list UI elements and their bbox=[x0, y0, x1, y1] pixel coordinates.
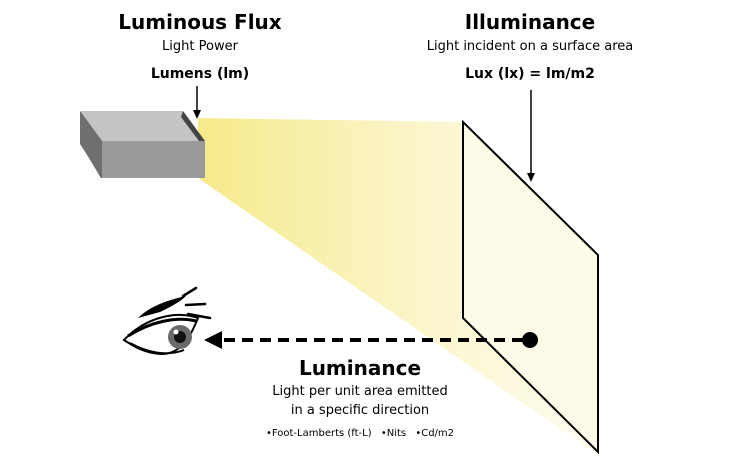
illuminance-subtitle: Light incident on a surface area bbox=[426, 39, 634, 54]
luminance-title: Luminance bbox=[298, 356, 422, 380]
luminance-line1: Light per unit area emitted bbox=[272, 384, 448, 399]
light-source-side bbox=[80, 111, 102, 178]
light-beam bbox=[198, 118, 598, 455]
luminous-flux-subtitle: Light Power bbox=[162, 39, 238, 54]
luminance-line2: in a specific direction bbox=[290, 403, 430, 418]
luminance-unit-cdm2: •Cd/m2 bbox=[415, 428, 455, 439]
eye-icon bbox=[122, 286, 212, 356]
arrow-down-icon bbox=[527, 90, 535, 182]
luminance-unit-nits: •Nits bbox=[380, 428, 407, 439]
light-source-box bbox=[80, 111, 205, 178]
luminance-unit-ftl: •Foot-Lamberts (ft-L) bbox=[265, 428, 372, 439]
dashed-arrow-left-icon bbox=[204, 331, 538, 349]
luminance-units: •Foot-Lamberts (ft-L) •Nits •Cd/m2 bbox=[200, 427, 520, 440]
surface-plane bbox=[462, 119, 599, 455]
luminous-flux-unit: Lumens (lm) bbox=[150, 66, 250, 82]
light-source-front bbox=[102, 141, 205, 178]
light-source-top bbox=[80, 111, 205, 141]
illuminance-unit: Lux (lx) = lm/m2 bbox=[465, 66, 595, 82]
arrow-down-icon bbox=[193, 86, 201, 119]
light-source-lens bbox=[181, 111, 205, 141]
luminous-flux-title: Luminous Flux bbox=[118, 10, 282, 34]
illuminance-title: Illuminance bbox=[464, 10, 596, 34]
